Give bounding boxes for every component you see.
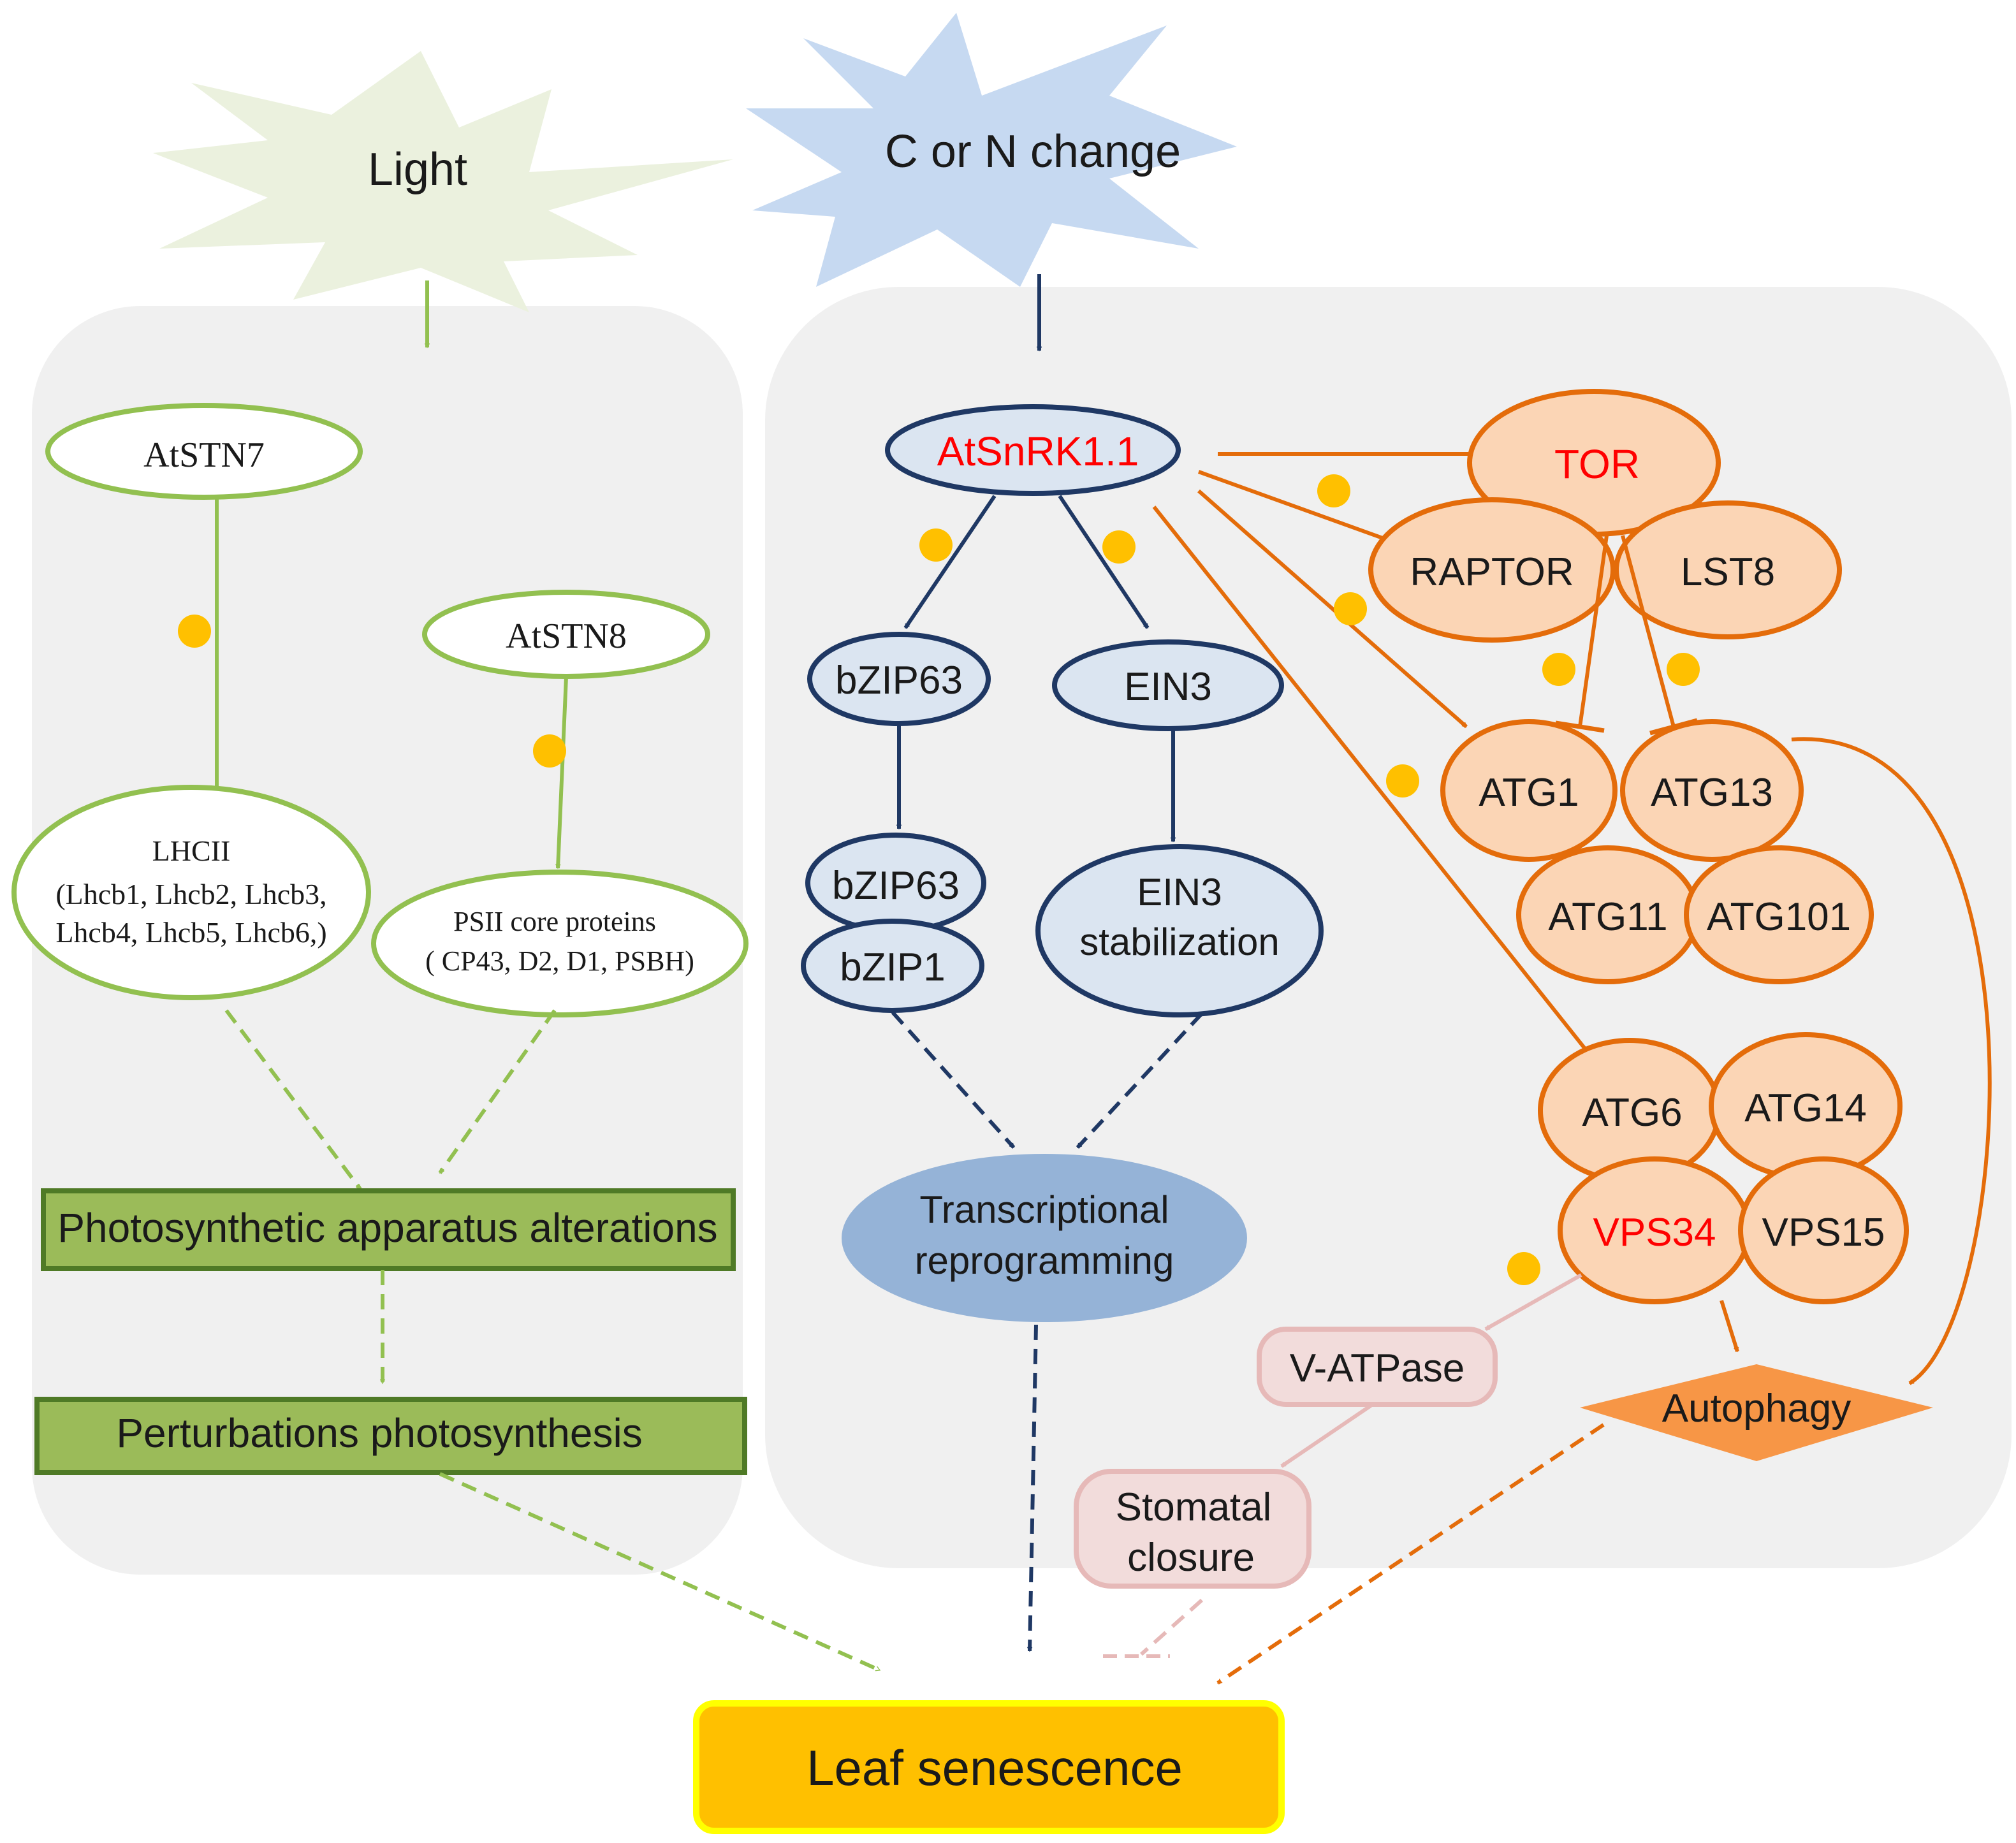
atg101-label: ATG101	[1707, 895, 1851, 939]
phosphorylation-dot-bzip63	[919, 528, 953, 562]
phosphorylation-dot-tor-atg13	[1667, 653, 1700, 686]
light-label: Light	[368, 144, 467, 195]
lhcii-title: LHCII	[152, 834, 231, 867]
light-starburst	[153, 51, 733, 312]
psii-line1: PSII core proteins	[453, 906, 656, 937]
arrow-vps34-vatpase	[1484, 1273, 1582, 1331]
atg11-label: ATG11	[1548, 895, 1667, 939]
cn-change-label: C or N change	[885, 126, 1181, 177]
arrow-snrk-atg6	[1152, 506, 1589, 1053]
ein3-stabilization-node	[1035, 844, 1324, 1017]
phosphorylation-dot-atg1	[1334, 592, 1367, 625]
stomatal-line1: Stomatal	[1116, 1485, 1272, 1529]
arrow-vatpase-stomatal	[1280, 1404, 1372, 1468]
inhibition-tor-atg1-bar	[1555, 720, 1605, 733]
arrow-snrk-atg1	[1197, 489, 1468, 729]
photosynthetic-alterations-label: Photosynthetic apparatus alterations	[57, 1205, 717, 1251]
vps15-node	[1738, 1156, 1909, 1304]
arrow-snrk-raptor	[1197, 470, 1394, 544]
dashed-arrow-ein3-transcriptional	[1076, 1012, 1204, 1149]
psii-node	[371, 870, 749, 1017]
atg101-node	[1684, 845, 1874, 984]
transcriptional-line2: reprogramming	[915, 1239, 1174, 1282]
atstn8-node	[422, 590, 710, 679]
lhcii-node	[11, 785, 371, 1000]
leaf-senescence-label: Leaf senescence	[807, 1740, 1183, 1796]
psii-line2: ( CP43, D2, D1, PSBH)	[425, 945, 694, 977]
stomatal-closure-box	[1074, 1469, 1311, 1589]
stomatal-line2: closure	[1127, 1536, 1255, 1580]
atsnrk-label: AtSnRK1.1	[937, 428, 1139, 474]
autophagy-diamond	[1580, 1364, 1933, 1461]
arrow-snrk-bzip63	[903, 495, 997, 629]
atg14-label: ATG14	[1744, 1086, 1867, 1130]
lst8-node	[1614, 500, 1842, 639]
phosphorylation-dot-vps34	[1507, 1252, 1540, 1285]
lhcii-line1: (Lhcb1, Lhcb2, Lhcb3,	[55, 878, 326, 910]
tor-label: TOR	[1554, 441, 1640, 487]
atstn7-node	[45, 403, 363, 500]
phosphorylation-dot-atg6	[1386, 764, 1419, 798]
arrow-vps-autophagy	[1720, 1300, 1739, 1353]
dashed-arrow-autophagy-senescence	[1216, 1423, 1605, 1685]
arrow-atstn8-psii	[555, 676, 568, 870]
perturbations-box	[34, 1397, 747, 1475]
atg6-label: ATG6	[1582, 1091, 1682, 1135]
bzip63-node	[807, 632, 991, 726]
inhibition-tor-atg13	[1621, 535, 1676, 727]
cn-change-starburst	[746, 13, 1237, 287]
atg13-node	[1620, 719, 1804, 862]
vatpase-box	[1257, 1327, 1498, 1407]
lhcii-line2: Lhcb4, Lhcb5, Lhcb6,)	[55, 916, 326, 949]
atstn8-label: AtSTN8	[506, 616, 627, 656]
inhibition-tor-atg1	[1578, 535, 1609, 727]
atg13-label: ATG13	[1651, 771, 1773, 815]
vps34-label: VPS34	[1593, 1211, 1716, 1255]
dashed-arrow-transcriptional-senescence	[1026, 1324, 1038, 1652]
phosphorylation-dot-stn7	[178, 615, 211, 648]
transcriptional-reprogramming-node	[842, 1154, 1247, 1322]
ein3-stabilization-line1: EIN3	[1137, 871, 1222, 914]
arrow-snrk-ein3	[1058, 495, 1150, 629]
dashed-arrow-perturbations-senescence	[439, 1472, 881, 1672]
atg1-label: ATG1	[1479, 771, 1579, 815]
autophagy-label: Autophagy	[1662, 1387, 1851, 1431]
ein3-node	[1052, 639, 1284, 731]
phosphorylation-dot-tor-atg1	[1542, 653, 1575, 686]
perturbations-label: Perturbations photosynthesis	[116, 1410, 642, 1456]
atstn7-label: AtSTN7	[143, 435, 265, 475]
ein3-stabilization-line2: stabilization	[1079, 921, 1280, 963]
dashed-arrow-lhcii-alterations	[224, 1009, 362, 1190]
bzip1-node	[801, 919, 984, 1013]
dashed-line-stomatal-senescence	[1139, 1598, 1204, 1656]
arrow-atg13-autophagy	[1791, 737, 1992, 1385]
atsnrk-node	[885, 404, 1181, 496]
ein3-label: EIN3	[1124, 665, 1212, 709]
photosynthetic-alterations-box	[41, 1188, 736, 1271]
raptor-node	[1368, 497, 1616, 643]
bzip63-label: bZIP63	[835, 659, 963, 703]
bzip63-dimer-label: bZIP63	[832, 864, 960, 908]
vps15-label: VPS15	[1762, 1211, 1885, 1255]
vatpase-label: V-ATPase	[1290, 1346, 1465, 1390]
phosphorylation-dot-ein3	[1102, 530, 1136, 564]
lst8-label: LST8	[1681, 550, 1775, 594]
dashed-arrow-bzip-transcriptional	[891, 1010, 1016, 1149]
bzip1-label: bZIP1	[840, 945, 945, 989]
phosphorylation-dot-raptor	[1317, 474, 1350, 507]
atg1-node	[1440, 719, 1618, 862]
raptor-label: RAPTOR	[1410, 550, 1574, 594]
leaf-senescence-box	[693, 1700, 1285, 1834]
phosphorylation-dot-stn8	[533, 734, 566, 768]
transcriptional-line1: Transcriptional	[919, 1188, 1169, 1231]
dashed-arrow-psii-alterations	[438, 1009, 557, 1174]
